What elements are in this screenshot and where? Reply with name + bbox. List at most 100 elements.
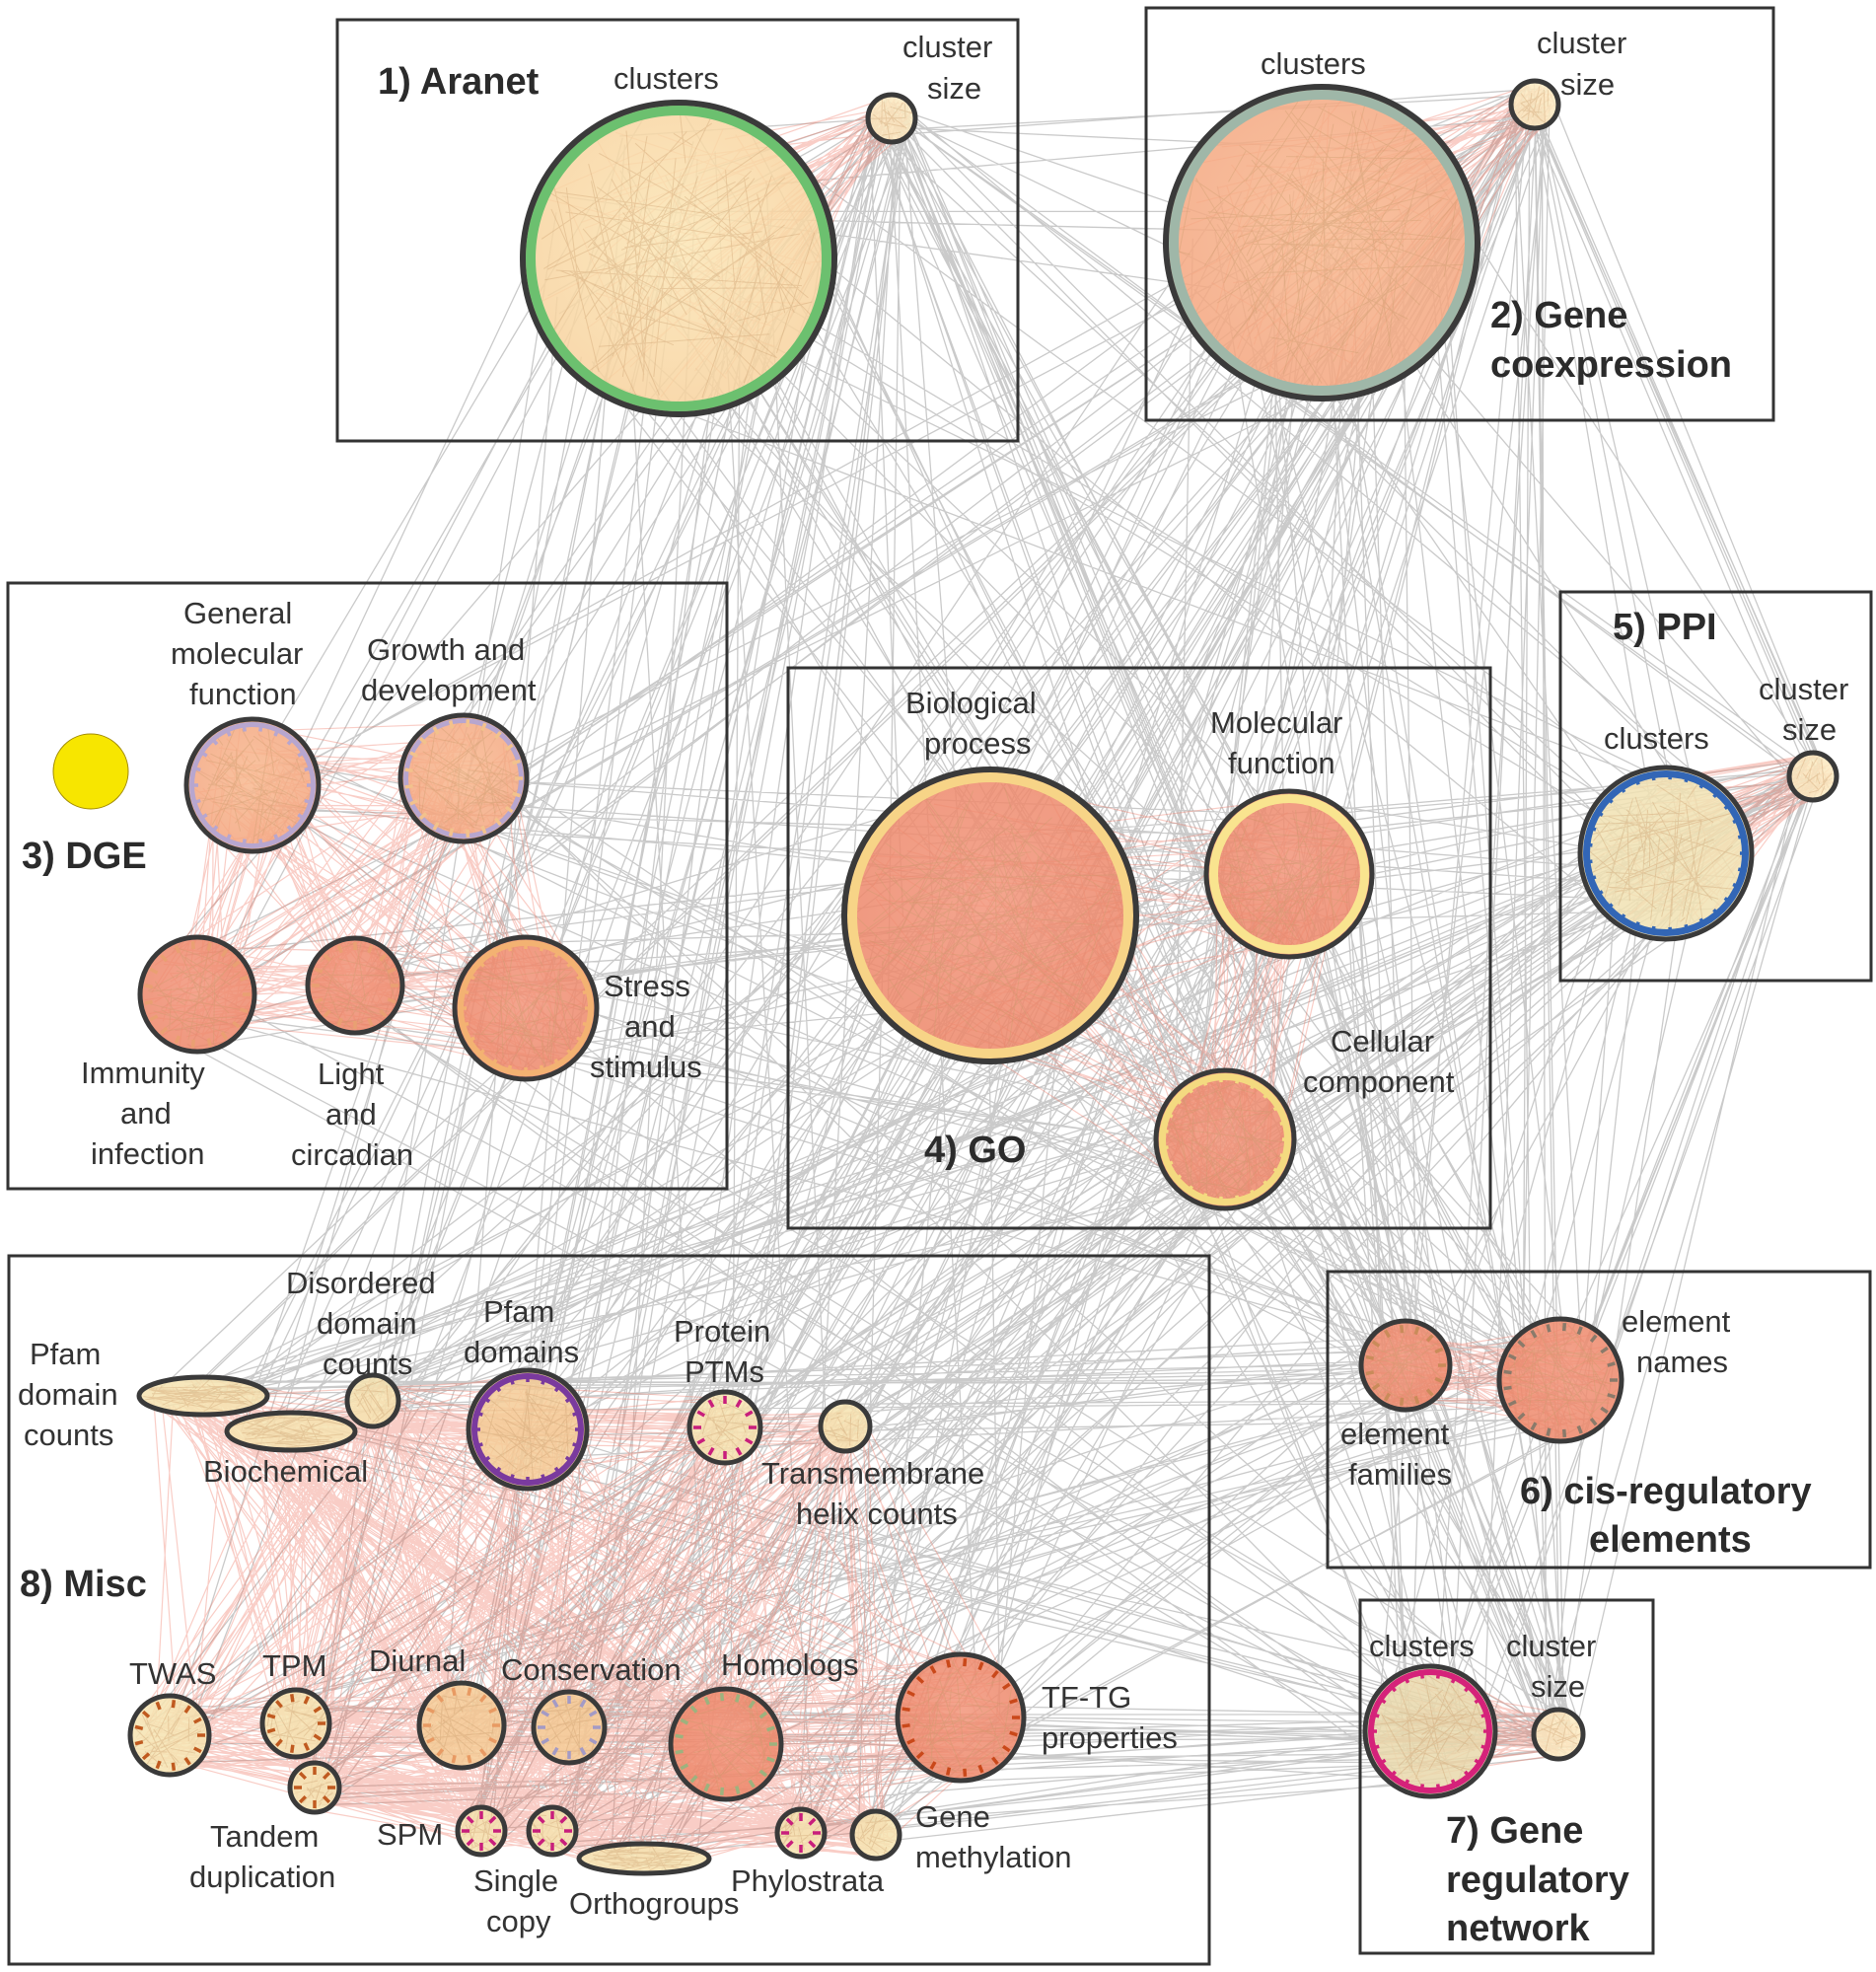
label-dge-general-2: molecular	[171, 636, 303, 671]
node-tick	[854, 868, 864, 875]
node-tick	[870, 986, 879, 995]
node-tick	[1357, 888, 1367, 894]
node-tick	[155, 1760, 162, 1770]
node-tick	[467, 1687, 472, 1697]
node-fill	[1365, 1666, 1495, 1796]
node-texture	[680, 1691, 774, 1792]
node-tick	[387, 967, 397, 974]
node-tick	[1164, 1160, 1174, 1167]
node-tick	[1732, 817, 1742, 825]
node-tick	[1269, 942, 1275, 952]
node-texture	[1210, 801, 1366, 951]
node-fill	[689, 1392, 760, 1463]
node-tick	[1173, 1096, 1183, 1105]
node-tick	[553, 1383, 562, 1393]
node-tick	[582, 1021, 592, 1028]
label-go-cell-2: component	[1303, 1064, 1455, 1099]
label-dge-growth-1: Growth and	[367, 632, 525, 667]
node-tick	[1584, 842, 1593, 847]
node-tick	[541, 1376, 546, 1385]
node-tick	[1106, 843, 1116, 851]
node-tick	[850, 939, 859, 945]
node-tick	[582, 988, 592, 995]
label-grn-clusters: clusters	[1369, 1629, 1475, 1663]
node-tick	[1186, 1085, 1193, 1094]
node-tick	[1303, 942, 1309, 952]
node-tick	[559, 1815, 568, 1824]
node-gene-methylation	[849, 1808, 902, 1862]
node-tick	[748, 1779, 756, 1789]
node-ticks	[404, 719, 523, 838]
title-cis-1: 6) cis-regulatory	[1520, 1471, 1812, 1512]
node-tick	[1507, 1353, 1517, 1360]
node-tick	[1072, 803, 1081, 812]
label-methylation-1: Gene	[915, 1799, 990, 1834]
node-fill	[1156, 1070, 1294, 1208]
node-tick	[1503, 1369, 1512, 1375]
node-tick	[448, 828, 455, 837]
node-texture	[469, 942, 593, 1070]
node-tick	[1517, 1412, 1526, 1421]
node-tick	[906, 1690, 915, 1698]
node-tick	[418, 736, 428, 745]
node-coexp-clusters	[1163, 84, 1480, 402]
node-tick	[689, 1705, 698, 1714]
label-go-cell-1: Cellular	[1331, 1024, 1434, 1059]
node-tick	[1238, 811, 1247, 820]
node-tick	[541, 1474, 546, 1483]
node-outline	[686, 1389, 763, 1466]
node-tick	[929, 1761, 937, 1770]
node-dge-growth	[397, 712, 530, 844]
node-tick	[758, 1769, 768, 1778]
node-outline	[183, 716, 322, 854]
label-cis-names-2: names	[1636, 1345, 1728, 1379]
node-tick	[210, 825, 219, 834]
label-ptm-2: PTMs	[685, 1354, 764, 1389]
node-ticks	[693, 1396, 757, 1459]
node-outline	[1203, 788, 1375, 960]
label-aranet-size-1: cluster	[902, 30, 992, 64]
node-tick	[1272, 1104, 1282, 1112]
node-tick	[314, 997, 324, 1004]
node-outline	[520, 100, 837, 417]
node-tick	[748, 1700, 756, 1710]
node-outline	[1163, 84, 1480, 402]
node-tick	[1164, 1112, 1174, 1119]
node-tick	[766, 1725, 775, 1732]
label-aranet-clusters: clusters	[613, 61, 719, 96]
node-tick	[991, 1669, 999, 1679]
node-tick	[1343, 916, 1352, 925]
node-outline	[849, 1808, 902, 1862]
node-tick	[1201, 1077, 1208, 1086]
node-tick	[171, 1762, 177, 1771]
node-tick	[206, 1038, 212, 1047]
label-spm: SPM	[377, 1817, 443, 1852]
node-tick	[1546, 1427, 1551, 1436]
node-tick	[1218, 1196, 1223, 1205]
node-tick	[553, 1059, 561, 1067]
node-tick	[707, 1399, 715, 1409]
node-tick	[735, 1399, 743, 1409]
node-tick	[1119, 947, 1128, 954]
node-ticks	[1210, 795, 1368, 953]
node-tick	[1723, 802, 1733, 811]
node-tick	[861, 851, 871, 859]
node-tick	[1371, 1712, 1380, 1718]
node-inner-ring	[1169, 90, 1475, 396]
node-tick	[190, 941, 195, 950]
node-pfam-domains	[466, 1367, 590, 1492]
node-tick	[907, 1024, 915, 1034]
node-tick	[1377, 1697, 1387, 1705]
label-coexp-clusters: clusters	[1261, 46, 1366, 81]
node-tick	[1186, 1185, 1193, 1194]
node-tick	[963, 1768, 968, 1777]
node-texture	[353, 1379, 397, 1424]
node-texture	[235, 1413, 345, 1448]
node-fill	[140, 937, 254, 1052]
node-tick	[1119, 877, 1128, 884]
node-texture	[1366, 1324, 1443, 1406]
node-tick	[509, 1376, 515, 1385]
node-fill	[227, 1413, 355, 1450]
title-cis-2: elements	[1589, 1519, 1752, 1561]
node-tick	[192, 798, 201, 805]
